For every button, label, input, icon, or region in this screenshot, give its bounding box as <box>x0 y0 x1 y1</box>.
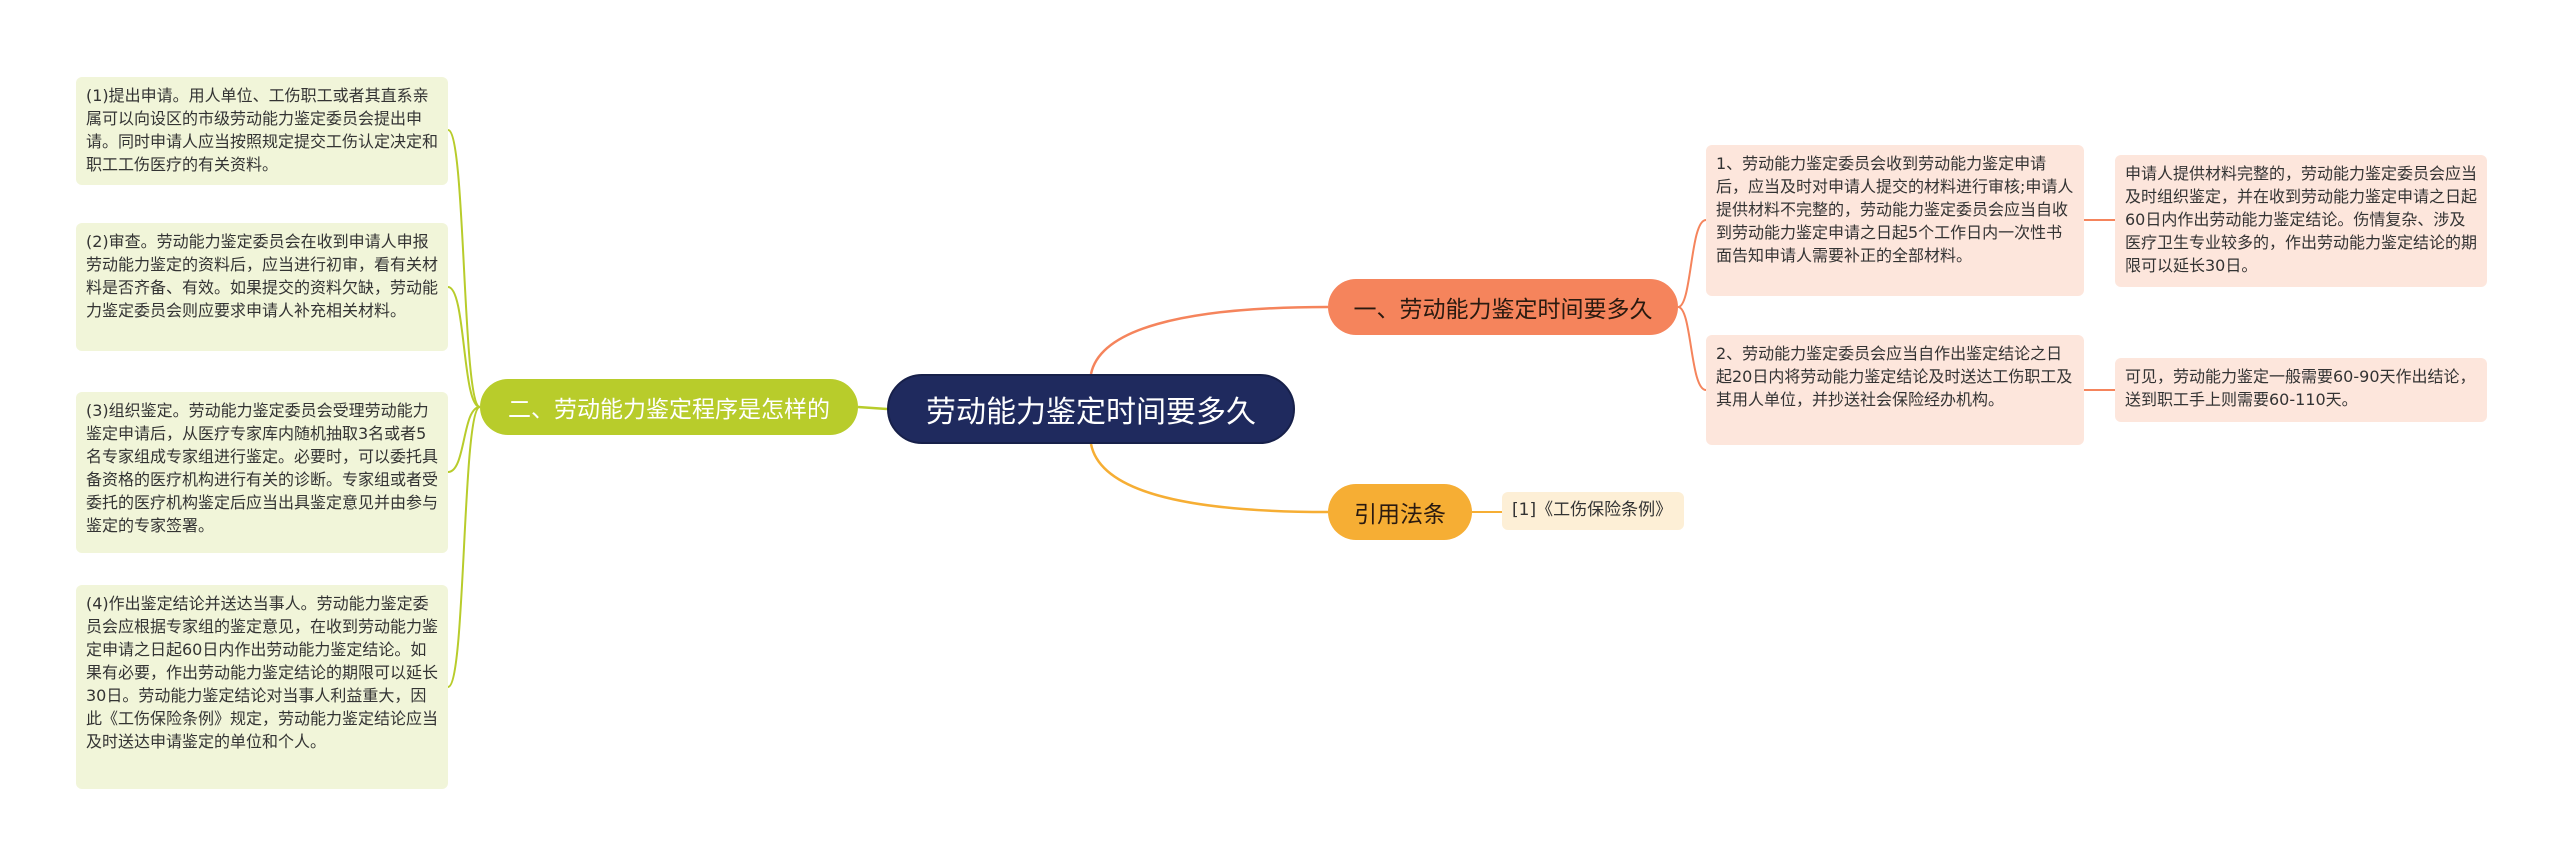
connector-procedure-item2 <box>447 286 481 408</box>
branch-cited-law[interactable]: 引用法条 <box>1328 484 1472 540</box>
law-reference[interactable]: [1]《工伤保险条例》 <box>1502 492 1684 530</box>
procedure-step-review[interactable]: (2)审查。劳动能力鉴定委员会在收到申请人申报劳动能力鉴定的资料后，应当进行初审… <box>76 223 448 351</box>
connector-time-item1 <box>1677 219 1707 308</box>
time-subitem-summary[interactable]: 可见，劳动能力鉴定一般需要60-90天作出结论，送到职工手上则需要60-110天… <box>2115 358 2487 422</box>
connector-root-law <box>1089 443 1329 514</box>
time-item-delivery[interactable]: 2、劳动能力鉴定委员会应当自作出鉴定结论之日起20日内将劳动能力鉴定结论及时送达… <box>1706 335 2084 445</box>
connector-root-time <box>1089 305 1329 375</box>
procedure-step-conclude[interactable]: (4)作出鉴定结论并送达当事人。劳动能力鉴定委员会应根据专家组的鉴定意见，在收到… <box>76 585 448 789</box>
branch-procedure[interactable]: 二、劳动能力鉴定程序是怎样的 <box>480 379 858 435</box>
branch-time-required[interactable]: 一、劳动能力鉴定时间要多久 <box>1328 279 1678 335</box>
connector-procedure-item4 <box>447 406 481 688</box>
time-item-review[interactable]: 1、劳动能力鉴定委员会收到劳动能力鉴定申请后，应当及时对申请人提交的材料进行审核… <box>1706 145 2084 296</box>
procedure-step-apply[interactable]: (1)提出申请。用人单位、工伤职工或者其直系亲属可以向设区的市级劳动能力鉴定委员… <box>76 77 448 185</box>
connector-procedure-item1 <box>447 129 481 408</box>
procedure-step-assess[interactable]: (3)组织鉴定。劳动能力鉴定委员会受理劳动能力鉴定申请后，从医疗专家库内随机抽取… <box>76 392 448 553</box>
time-subitem-deadline[interactable]: 申请人提供材料完整的，劳动能力鉴定委员会应当及时组织鉴定，并在收到劳动能力鉴定申… <box>2115 155 2487 287</box>
connector-procedure-item3 <box>447 406 481 473</box>
connector-time-item2 <box>1677 306 1707 391</box>
connector-root-procedure <box>857 405 888 411</box>
root-topic[interactable]: 劳动能力鉴定时间要多久 <box>887 374 1295 444</box>
